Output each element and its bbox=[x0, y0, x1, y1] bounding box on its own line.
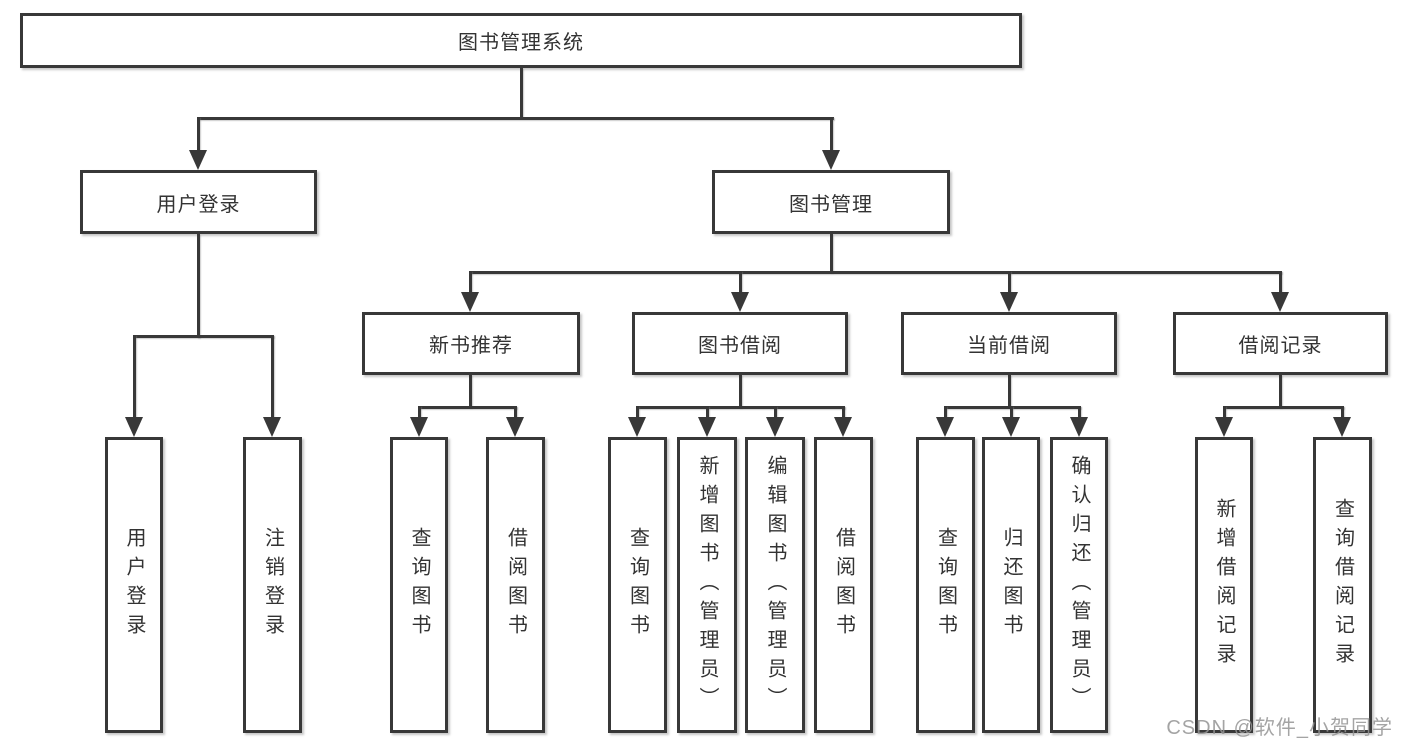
arrow-down-icon bbox=[822, 150, 840, 170]
leaf-current-query-book-label: 查询图书 bbox=[934, 527, 957, 643]
leaf-recommend-borrow-book: 借阅图书 bbox=[486, 437, 545, 733]
arrow-down-icon bbox=[731, 292, 749, 312]
node-borrow-record: 借阅记录 bbox=[1173, 312, 1388, 375]
leaf-recommend-query-book: 查询图书 bbox=[390, 437, 448, 733]
leaf-borrow-borrow-book: 借阅图书 bbox=[814, 437, 873, 733]
connector-line bbox=[133, 335, 136, 419]
connector-line bbox=[197, 117, 200, 152]
leaf-borrow-add-book-admin-label: 新增图书（管理员） bbox=[696, 454, 718, 716]
connector-line bbox=[418, 406, 421, 419]
connector-line bbox=[706, 406, 709, 419]
connector-line bbox=[469, 271, 1282, 274]
csdn-watermark: CSDN @软件_小贺同学 bbox=[1166, 717, 1393, 739]
leaf-current-confirm-return-admin: 确认归还（管理员） bbox=[1050, 437, 1108, 733]
connector-line bbox=[1078, 406, 1081, 419]
leaf-current-return-book-label: 归还图书 bbox=[1000, 527, 1022, 643]
connector-line bbox=[830, 234, 833, 273]
connector-line bbox=[133, 335, 274, 338]
connector-line bbox=[469, 271, 472, 294]
node-new-book-recommend: 新书推荐 bbox=[362, 312, 580, 375]
arrow-down-icon bbox=[189, 150, 207, 170]
connector-line bbox=[1008, 271, 1011, 294]
arrow-down-icon bbox=[936, 417, 954, 437]
leaf-user-login: 用户登录 bbox=[105, 437, 163, 733]
connector-line bbox=[271, 335, 274, 419]
node-user-login: 用户登录 bbox=[80, 170, 317, 234]
leaf-borrow-edit-book-admin: 编辑图书（管理员） bbox=[745, 437, 805, 733]
leaf-user-login-label: 用户登录 bbox=[123, 527, 145, 643]
arrow-down-icon bbox=[1000, 292, 1018, 312]
connector-line bbox=[197, 117, 834, 120]
node-book-management-label: 图书管理 bbox=[789, 193, 873, 216]
leaf-current-query-book: 查询图书 bbox=[916, 437, 975, 733]
leaf-record-add-record: 新增借阅记录 bbox=[1195, 437, 1253, 733]
connector-line bbox=[1279, 271, 1282, 294]
leaf-borrow-borrow-book-label: 借阅图书 bbox=[832, 527, 855, 643]
node-current-borrow: 当前借阅 bbox=[901, 312, 1117, 375]
arrow-down-icon bbox=[263, 417, 281, 437]
leaf-borrow-query-book-label: 查询图书 bbox=[626, 527, 649, 643]
arrow-down-icon bbox=[410, 417, 428, 437]
node-current-borrow-label: 当前借阅 bbox=[967, 335, 1051, 357]
leaf-record-add-record-label: 新增借阅记录 bbox=[1213, 498, 1235, 672]
connector-line bbox=[418, 406, 517, 409]
arrow-down-icon bbox=[834, 417, 852, 437]
arrow-down-icon bbox=[698, 417, 716, 437]
node-borrow-record-label: 借阅记录 bbox=[1238, 335, 1323, 357]
node-book-borrow: 图书借阅 bbox=[632, 312, 848, 375]
connector-line bbox=[830, 117, 833, 152]
leaf-current-return-book: 归还图书 bbox=[982, 437, 1040, 733]
connector-line bbox=[944, 406, 947, 419]
node-new-book-recommend-label: 新书推荐 bbox=[429, 335, 513, 357]
arrow-down-icon bbox=[1271, 292, 1289, 312]
leaf-recommend-borrow-book-label: 借阅图书 bbox=[504, 527, 527, 643]
node-user-login-label: 用户登录 bbox=[156, 193, 241, 216]
connector-line bbox=[1341, 406, 1344, 419]
leaf-current-confirm-return-admin-label: 确认归还（管理员） bbox=[1068, 454, 1090, 716]
node-root: 图书管理系统 bbox=[20, 13, 1022, 68]
node-root-label: 图书管理系统 bbox=[458, 32, 584, 54]
arrow-down-icon bbox=[1070, 417, 1088, 437]
arrow-down-icon bbox=[125, 417, 143, 437]
leaf-recommend-query-book-label: 查询图书 bbox=[408, 527, 430, 643]
leaf-borrow-add-book-admin: 新增图书（管理员） bbox=[677, 437, 737, 733]
connector-line bbox=[636, 406, 639, 419]
leaf-logout-label: 注销登录 bbox=[261, 527, 284, 643]
connector-line bbox=[1008, 375, 1011, 408]
arrow-down-icon bbox=[766, 417, 784, 437]
connector-line bbox=[197, 234, 200, 338]
connector-line bbox=[739, 271, 742, 294]
leaf-borrow-edit-book-admin-label: 编辑图书（管理员） bbox=[764, 454, 786, 716]
connector-line bbox=[1279, 375, 1282, 408]
arrow-down-icon bbox=[1215, 417, 1233, 437]
leaf-record-query-record: 查询借阅记录 bbox=[1313, 437, 1372, 733]
arrow-down-icon bbox=[1002, 417, 1020, 437]
connector-line bbox=[842, 406, 845, 419]
connector-line bbox=[1223, 406, 1344, 409]
arrow-down-icon bbox=[1333, 417, 1351, 437]
leaf-record-query-record-label: 查询借阅记录 bbox=[1331, 498, 1354, 672]
arrow-down-icon bbox=[461, 292, 479, 312]
node-book-management: 图书管理 bbox=[712, 170, 950, 234]
connector-line bbox=[636, 406, 845, 409]
connector-line bbox=[1010, 406, 1013, 419]
connector-line bbox=[514, 406, 517, 419]
node-book-borrow-label: 图书借阅 bbox=[698, 335, 782, 357]
leaf-borrow-query-book: 查询图书 bbox=[608, 437, 667, 733]
arrow-down-icon bbox=[506, 417, 524, 437]
arrow-down-icon bbox=[628, 417, 646, 437]
leaf-logout: 注销登录 bbox=[243, 437, 302, 733]
connector-line bbox=[1223, 406, 1226, 419]
connector-line bbox=[774, 406, 777, 419]
connector-line bbox=[520, 68, 523, 118]
connector-line bbox=[469, 375, 472, 408]
connector-line bbox=[739, 375, 742, 408]
